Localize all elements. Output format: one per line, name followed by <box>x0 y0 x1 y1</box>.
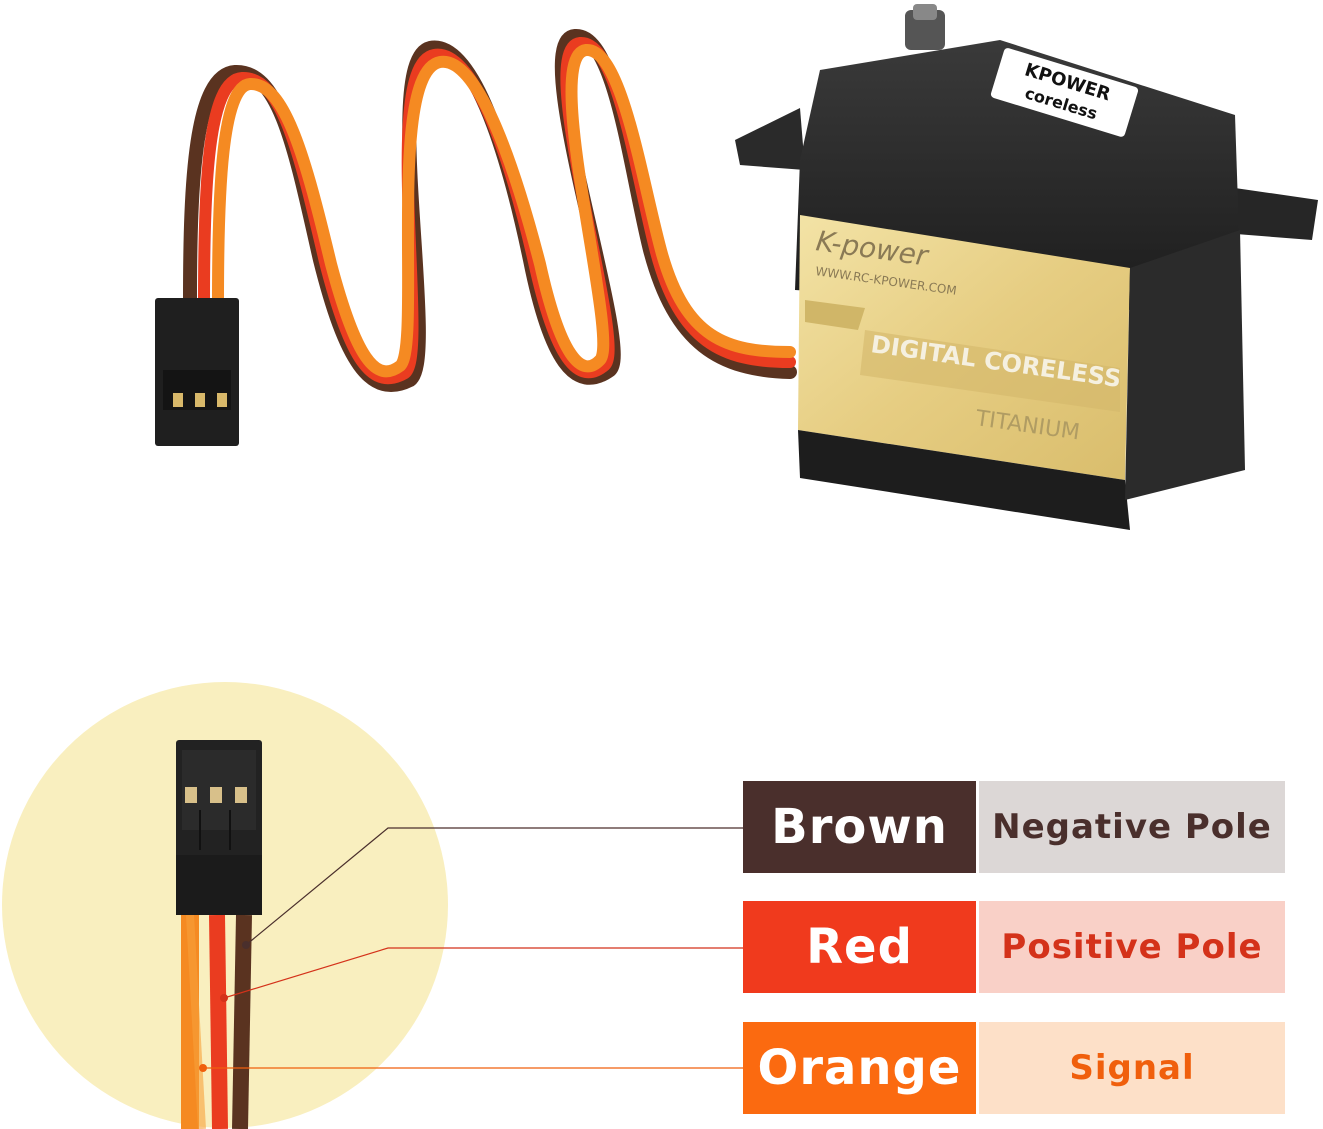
legend-color-orange: Orange <box>743 1022 976 1114</box>
legend-row-orange: Orange Signal <box>743 1022 1285 1114</box>
legend-row-brown: Brown Negative Pole <box>743 781 1285 873</box>
legend-row-red: Red Positive Pole <box>743 901 1285 993</box>
legend-function-signal: Signal <box>979 1022 1285 1114</box>
legend-color-red: Red <box>743 901 976 993</box>
legend-color-brown: Brown <box>743 781 976 873</box>
legend-function-positive-pole: Positive Pole <box>979 901 1285 993</box>
servo-body: KPOWER coreless K-power WWW.RC-KPOWER.CO… <box>735 4 1318 530</box>
legend-function-negative-pole: Negative Pole <box>979 781 1285 873</box>
connector-zoom-detail <box>2 682 448 1129</box>
servo-cable <box>183 29 797 392</box>
leader-lines <box>199 827 743 1072</box>
servo-connector-plug <box>155 298 239 446</box>
